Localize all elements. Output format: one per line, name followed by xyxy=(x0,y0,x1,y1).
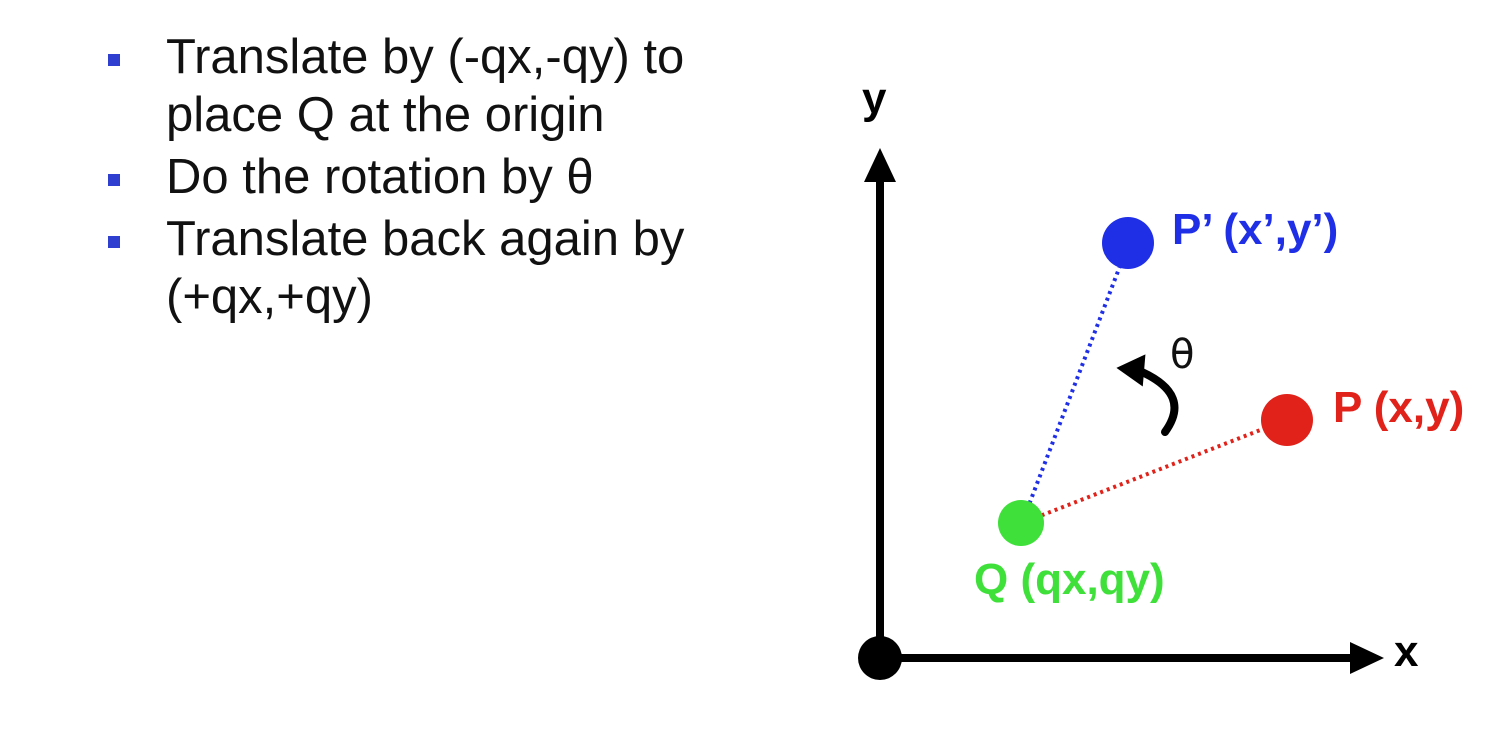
x-axis-arrowhead xyxy=(1350,642,1384,674)
rotation-arrowhead-icon xyxy=(1116,354,1146,387)
point-p-prime xyxy=(1102,217,1154,269)
rotation-arc xyxy=(1138,368,1179,436)
bullet-line: Do the rotation by θ xyxy=(166,150,594,204)
bullet-marker xyxy=(108,54,120,66)
origin-point xyxy=(858,636,902,680)
q-to-p-segment xyxy=(1021,418,1287,525)
bullet-item: Translate back again by (+qx,+qy) xyxy=(108,210,788,326)
bullet-line: Translate back again by xyxy=(166,212,685,266)
bullet-text: Translate back again by (+qx,+qy) xyxy=(166,210,684,326)
bullet-line: Translate by (-qx,-qy) to xyxy=(166,30,685,84)
bullet-item: Translate by (-qx,-qy) to place Q at the… xyxy=(108,28,788,144)
bullet-marker xyxy=(108,236,120,248)
bullet-text: Translate by (-qx,-qy) to place Q at the… xyxy=(166,28,684,144)
p-prime-label: P’ (x’,y’) xyxy=(1172,205,1338,254)
q-to-p-prime-segment xyxy=(1020,244,1130,524)
q-label: Q (qx,qy) xyxy=(974,555,1165,604)
p-label: P (x,y) xyxy=(1333,383,1464,432)
y-axis-arrowhead xyxy=(864,148,896,182)
bullet-list: Translate by (-qx,-qy) to place Q at the… xyxy=(108,28,788,330)
bullet-marker xyxy=(108,174,120,186)
angle-label: θ xyxy=(1170,332,1194,378)
bullet-text: Do the rotation by θ xyxy=(166,148,594,206)
bullet-item: Do the rotation by θ xyxy=(108,148,788,206)
x-axis-label: x xyxy=(1394,627,1419,676)
bullet-line: (+qx,+qy) xyxy=(166,270,373,324)
point-p xyxy=(1261,394,1313,446)
y-axis-label: y xyxy=(862,74,887,123)
bullet-line: place Q at the origin xyxy=(166,88,605,142)
point-q xyxy=(998,500,1044,546)
